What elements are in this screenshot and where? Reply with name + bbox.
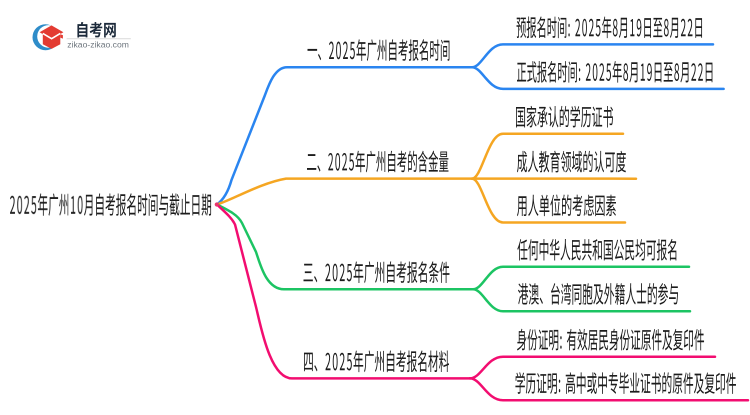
svg-text:zikao-zikao.com: zikao-zikao.com [67, 40, 129, 50]
